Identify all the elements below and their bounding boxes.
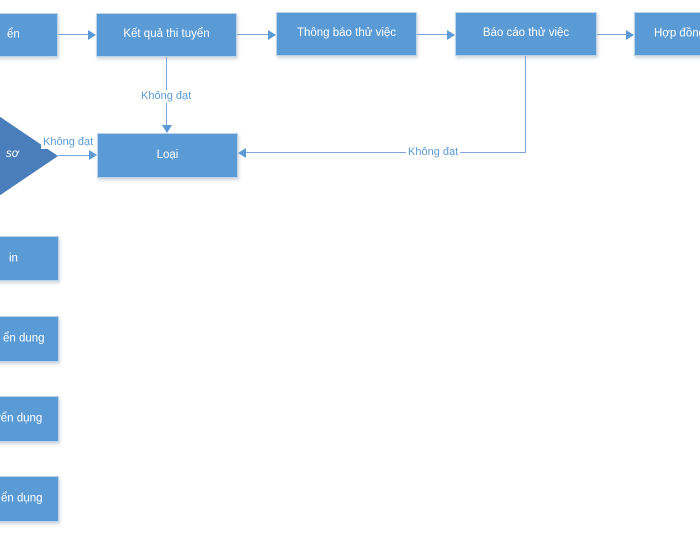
node-label: in [9,251,18,264]
node-label: Thông báo thử việc [296,27,397,40]
node-stub-tuyen-dung-1[interactable]: ển dung [0,316,59,362]
edge-label-khong-dat: Không đạt [139,90,194,103]
node-thi-tuyen-partial[interactable]: ển [0,13,58,57]
node-label: ển dung [3,332,45,345]
connector-line [246,152,525,153]
arrowhead-right-icon [88,30,96,40]
node-label: Kết quả thi tuyển [123,28,210,41]
connector-line [58,34,89,35]
node-loai[interactable]: Loại [97,133,238,178]
connector-line [597,34,627,35]
node-label: Hợp đồng [654,27,700,40]
node-ket-qua-thi-tuyen[interactable]: Kết quả thi tuyển [96,13,237,57]
arrowhead-down-icon [162,125,172,133]
node-label: Báo cáo thử việc [482,27,570,40]
connector-line [237,34,269,35]
node-label: sơ [6,148,19,160]
arrowhead-left-icon [238,148,246,158]
arrowhead-right-icon [89,150,97,160]
node-thong-bao-thu-viec[interactable]: Thông báo thử việc [276,12,417,56]
node-hop-dong-partial[interactable]: Hợp đồng [634,12,700,56]
arrowhead-right-icon [268,30,276,40]
arrowhead-right-icon [447,30,455,40]
edge-label-khong-dat: Không đạt [41,136,96,149]
connector-line [58,155,90,156]
node-stub-tin[interactable]: in [0,236,59,281]
node-label: ển [7,28,20,41]
edge-label-khong-dat: Không đạt [406,146,461,159]
node-bao-cao-thu-viec[interactable]: Báo cáo thử việc [455,12,597,56]
node-stub-tuyen-dung-2[interactable]: yển dụng [0,396,59,442]
connector-line [417,34,448,35]
node-label: ển dụng [1,492,43,505]
node-stub-tuyen-dung-3[interactable]: ển dụng [0,476,59,522]
node-label: yển dụng [0,412,43,425]
arrowhead-right-icon [626,30,634,40]
node-ho-so-decision-diamond[interactable]: sơ [0,108,58,204]
connector-line [525,56,526,153]
node-label: Loại [156,148,179,161]
